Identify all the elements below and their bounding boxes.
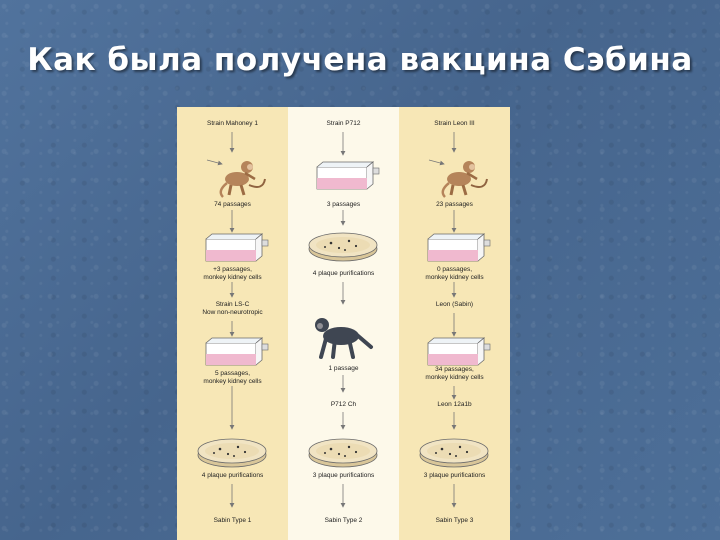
right-step2-line2: monkey kidney cells [425, 274, 484, 281]
left-step2-line2: monkey kidney cells [203, 274, 262, 281]
center-result-label: Sabin Type 2 [324, 517, 363, 524]
center-intermediate-label: P712 Ch [330, 401, 357, 408]
left-strain-label: Strain Mahoney 1 [207, 120, 258, 127]
center-column-graphics [308, 132, 380, 508]
diagram-graphics [177, 107, 510, 540]
right-step4-label: 3 plaque purifications [423, 472, 486, 479]
left-step1-label: 74 passages [214, 201, 251, 208]
right-strain-label: Strain Leon III [434, 120, 475, 127]
left-intermediate-line2: Now non-neurotropic [202, 309, 263, 316]
right-step3-line1: 34 passages, [435, 366, 474, 373]
left-column-graphics [197, 132, 269, 508]
left-result-label: Sabin Type 1 [213, 517, 252, 524]
left-step4-label: 4 plaque purifications [201, 472, 264, 479]
right-step3-line2: monkey kidney cells [425, 374, 484, 381]
right-step1-label: 23 passages [436, 201, 473, 208]
center-step3-label: 1 passage [328, 365, 359, 372]
center-step2-label: 4 plaque purifications [312, 270, 375, 277]
right-column-graphics [419, 132, 491, 508]
culture-flask-icon [427, 337, 491, 366]
left-step2-line1: +3 passages, [213, 266, 252, 273]
right-result-label: Sabin Type 3 [435, 517, 474, 524]
vaccine-derivation-diagram: Strain Mahoney 1 74 passages +3 passages… [177, 107, 510, 540]
culture-flask-icon [205, 337, 269, 366]
center-step1-label: 3 passages [326, 201, 361, 208]
center-step4-label: 3 plaque purifications [312, 472, 375, 479]
slide-title: Как была получена вакцина Сэбина [27, 42, 693, 78]
right-intermediate-label: Leon (Sabin) [435, 301, 474, 308]
left-intermediate-line1: Strain LS-C [215, 301, 250, 308]
petri-dish-icon [308, 232, 378, 262]
chimpanzee-icon [315, 318, 373, 359]
culture-flask-icon [427, 233, 491, 262]
left-step3-line2: monkey kidney cells [203, 378, 262, 385]
culture-flask-icon [316, 161, 380, 190]
left-step3-line1: 5 passages, [214, 370, 251, 377]
right-intermediate2-label: Leon 12a1b [437, 401, 472, 408]
petri-dish-icon [419, 438, 489, 468]
center-strain-label: Strain P712 [326, 120, 361, 127]
right-step2-line1: 0 passages, [436, 266, 473, 273]
petri-dish-icon [308, 438, 378, 468]
culture-flask-icon [205, 233, 269, 262]
petri-dish-icon [197, 438, 267, 468]
